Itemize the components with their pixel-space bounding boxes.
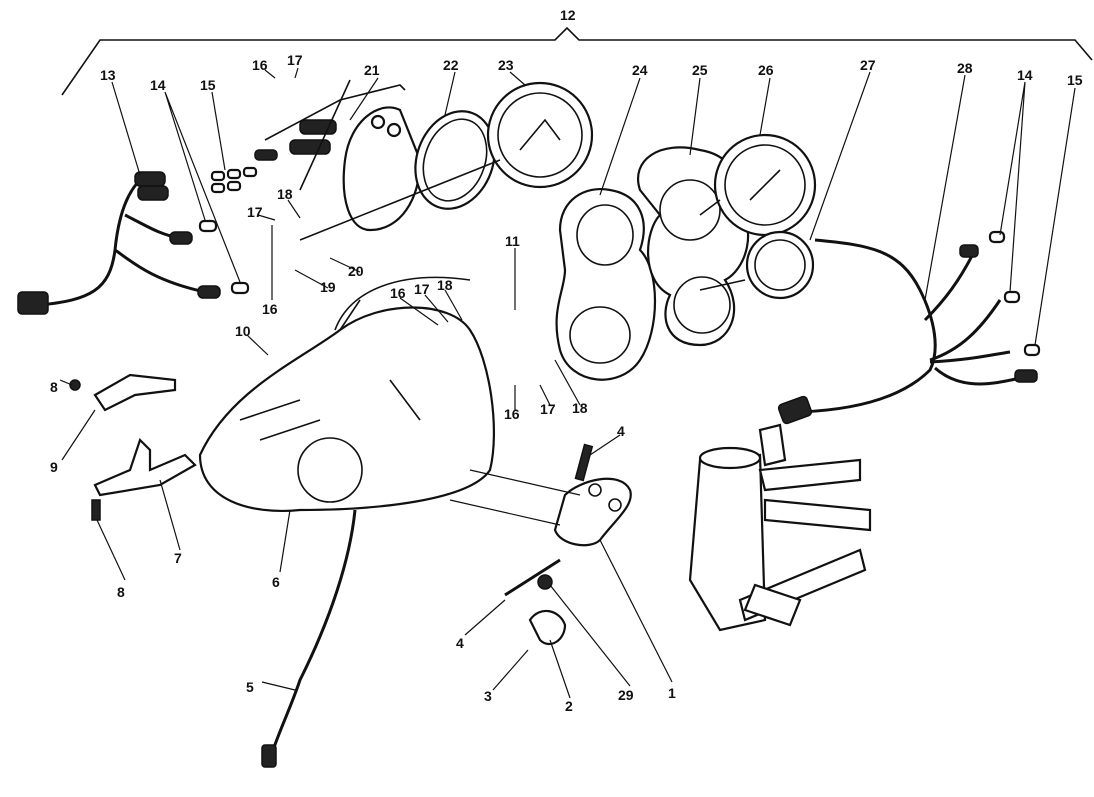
callout-12: 12 bbox=[560, 7, 576, 23]
callout: 29 bbox=[618, 687, 634, 703]
callout: 13 bbox=[100, 67, 116, 83]
callout: 4 bbox=[456, 635, 464, 651]
callout: 8 bbox=[50, 379, 58, 395]
callout: 20 bbox=[348, 263, 364, 279]
callout: 5 bbox=[246, 679, 254, 695]
callout: 7 bbox=[174, 550, 182, 566]
callout: 18 bbox=[277, 186, 293, 202]
mounting-brackets bbox=[69, 373, 197, 521]
connector-sleeves-left bbox=[198, 166, 258, 295]
callout: 14 bbox=[150, 77, 166, 93]
callout: 17 bbox=[287, 52, 303, 68]
callout: 10 bbox=[235, 323, 251, 339]
callout: 25 bbox=[692, 62, 708, 78]
callout: 15 bbox=[1067, 72, 1083, 88]
callout: 3 bbox=[484, 688, 492, 704]
callout: 14 bbox=[1017, 67, 1033, 83]
callout: 21 bbox=[364, 62, 380, 78]
callout: 9 bbox=[50, 459, 58, 475]
callout: 27 bbox=[860, 57, 876, 73]
callout: 24 bbox=[632, 62, 648, 78]
wiring-harness-right bbox=[777, 230, 1041, 425]
callout: 16 bbox=[262, 301, 278, 317]
warning-light-cluster bbox=[254, 79, 422, 232]
callout: 16 bbox=[252, 57, 268, 73]
callout: 17 bbox=[414, 281, 430, 297]
callout: 18 bbox=[572, 400, 588, 416]
callout: 16 bbox=[504, 406, 520, 422]
wiring-harness-left bbox=[17, 171, 221, 315]
callout: 26 bbox=[758, 62, 774, 78]
callout: 4 bbox=[617, 423, 625, 439]
speedometer-cable bbox=[261, 509, 357, 768]
callout: 6 bbox=[272, 574, 280, 590]
group-bracket: 12 bbox=[61, 7, 1093, 96]
callout: 2 bbox=[565, 698, 573, 714]
callout: 8 bbox=[117, 584, 125, 600]
lower-bracket bbox=[449, 443, 632, 646]
callout: 11 bbox=[505, 233, 520, 249]
callout: 22 bbox=[443, 57, 459, 73]
callout: 19 bbox=[320, 279, 336, 295]
callout: 1 bbox=[668, 685, 676, 701]
callout-labels: 13 14 15 16 17 21 22 23 24 25 26 27 28 1… bbox=[50, 52, 1083, 714]
leader-lines bbox=[59, 67, 1076, 699]
tachometer-assembly bbox=[299, 81, 594, 241]
callout: 18 bbox=[437, 277, 453, 293]
callout: 28 bbox=[957, 60, 973, 76]
callout: 17 bbox=[247, 204, 263, 220]
callout: 17 bbox=[540, 401, 556, 417]
speedometer-and-temp-gauge bbox=[699, 133, 817, 300]
callout: 15 bbox=[200, 77, 216, 93]
steering-head-frame bbox=[688, 423, 872, 632]
callout: 16 bbox=[390, 285, 406, 301]
callout: 23 bbox=[498, 57, 514, 73]
headlight-fairing bbox=[198, 276, 495, 512]
